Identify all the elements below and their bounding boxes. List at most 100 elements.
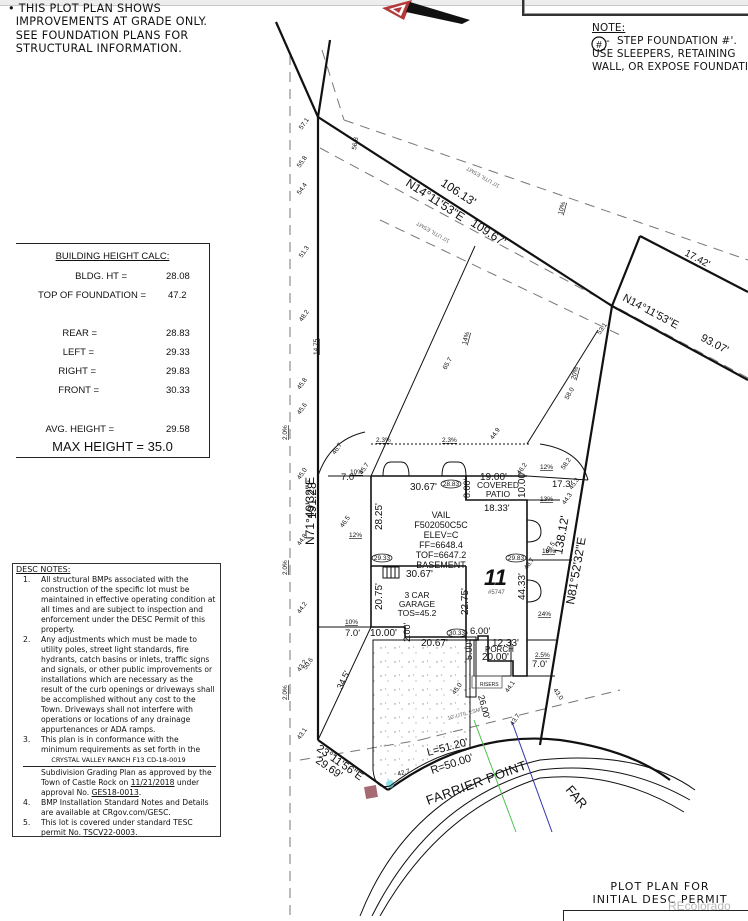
svg-text:10' UTIL ESMT: 10' UTIL ESMT	[465, 164, 501, 188]
svg-text:19.00': 19.00'	[480, 472, 507, 483]
general-note: • THIS PLOT PLAN SHOWS IMPROVEMENTS AT G…	[8, 2, 208, 55]
svg-text:93.07': 93.07'	[699, 332, 731, 357]
svg-text:30.67': 30.67'	[410, 482, 437, 493]
svg-text:BASEMENT: BASEMENT	[416, 560, 466, 570]
svg-text:46.5: 46.5	[339, 514, 352, 529]
desc-title: DESC NOTES:	[16, 565, 71, 574]
lot-address: #5747	[488, 590, 505, 596]
svg-text:44.9: 44.9	[489, 426, 502, 441]
svg-text:109.67': 109.67'	[468, 216, 508, 249]
utility-line-blue	[511, 721, 553, 833]
driveway	[372, 639, 471, 788]
meter-marker-icon	[364, 785, 378, 799]
svg-text:45.6: 45.6	[296, 401, 309, 416]
svg-text:48.2: 48.2	[298, 308, 311, 323]
svg-text:18.33': 18.33'	[484, 503, 510, 514]
svg-text:30.33: 30.33	[449, 630, 466, 637]
svg-text:10%: 10%	[345, 619, 358, 626]
svg-text:2.3%: 2.3%	[442, 437, 457, 444]
svg-text:17.3': 17.3'	[552, 479, 572, 490]
street-name-partial: FAR	[563, 782, 591, 811]
svg-text:20.75': 20.75'	[374, 583, 385, 610]
svg-text:2.0%: 2.0%	[282, 685, 289, 700]
svg-text:55.8: 55.8	[296, 154, 309, 169]
desc-note-item: 4.BMP Installation Standard Notes and De…	[23, 798, 209, 817]
permit-number: TSCV22-0003	[83, 828, 136, 837]
step-foundation-note: NOTE: - STEP FOUNDATION #'. USE SLEEPERS…	[592, 22, 748, 73]
svg-text:6.00': 6.00'	[470, 626, 490, 637]
svg-text:51.3: 51.3	[298, 244, 311, 259]
bhc-title: BUILDING HEIGHT CALC:	[55, 251, 170, 262]
svg-text:30.67': 30.67'	[406, 569, 433, 580]
bhc-row: AVG. HEIGHT =29.58	[45, 424, 190, 435]
svg-text:ELEV=C: ELEV=C	[424, 530, 459, 540]
svg-text:65.7: 65.7	[442, 356, 455, 371]
north-arrow-icon	[382, 0, 470, 24]
svg-text:3 CAR: 3 CAR	[404, 590, 429, 600]
dimension-labels: 30.67' 30.67' 19.00' 18.33' 20.67' 10.00…	[282, 116, 730, 811]
stairs-icon	[382, 566, 400, 579]
svg-text:7.0': 7.0'	[341, 472, 356, 483]
svg-text:57.1: 57.1	[298, 116, 311, 131]
svg-text:44.1: 44.1	[504, 679, 517, 694]
svg-text:2.00': 2.00'	[402, 622, 412, 642]
svg-text:PATIO: PATIO	[486, 489, 511, 499]
title-block: PLOT PLAN FOR INITIAL DESC PERMIT	[592, 880, 728, 906]
svg-text:28.25': 28.25'	[374, 503, 385, 530]
svg-text:22.75': 22.75'	[460, 588, 471, 615]
svg-text:10.00': 10.00'	[517, 471, 528, 498]
svg-text:7.0': 7.0'	[532, 659, 547, 670]
approval-number: GES18-0013	[91, 788, 139, 797]
svg-text:14%: 14%	[461, 331, 471, 346]
svg-text:VAIL: VAIL	[432, 510, 451, 520]
bhc-row: LEFT =29.33	[62, 347, 190, 358]
svg-text:50.6: 50.6	[302, 656, 315, 671]
svg-text:F502050C5C: F502050C5C	[414, 520, 468, 530]
svg-text:2.5%: 2.5%	[535, 652, 550, 659]
svg-text:12%: 12%	[540, 464, 553, 471]
svg-text:7.0': 7.0'	[345, 628, 360, 639]
svg-text:12.33': 12.33'	[492, 638, 519, 649]
porch-risers	[471, 675, 503, 689]
bhc-row: FRONT =30.33	[58, 385, 190, 396]
viewer-top-bar	[0, 0, 748, 6]
svg-text:14.75: 14.75	[313, 338, 320, 355]
svg-text:28.83: 28.83	[443, 481, 460, 488]
desc-notes: DESC NOTES: 1.All structural BMPs associ…	[12, 563, 221, 837]
grade-lines	[317, 245, 599, 741]
svg-text:2.0%: 2.0%	[282, 425, 289, 440]
svg-text:42.7: 42.7	[397, 768, 411, 778]
utility-line-green	[473, 719, 517, 833]
house-footprint	[370, 475, 528, 698]
svg-text:5.00': 5.00'	[464, 640, 474, 660]
svg-text:191.28': 191.28'	[305, 480, 319, 519]
svg-text:12%: 12%	[349, 532, 362, 539]
svg-text:10.00': 10.00'	[370, 628, 397, 639]
street-curb	[359, 737, 696, 916]
svg-text:8.00': 8.00'	[462, 478, 472, 498]
svg-text:29.83: 29.83	[508, 555, 525, 562]
svg-text:43.1: 43.1	[296, 726, 309, 741]
step-symbol-icon	[591, 36, 607, 52]
svg-text:2.3%: 2.3%	[376, 437, 391, 444]
svg-text:FF=6648.4: FF=6648.4	[419, 540, 463, 550]
max-height: MAX HEIGHT = 35.0	[52, 439, 173, 454]
approval-date: 11/21/2018	[130, 778, 175, 787]
bhc-row: RIGHT =29.83	[58, 366, 190, 377]
svg-text:GARAGE: GARAGE	[399, 599, 436, 609]
desc-note-item: 1.All structural BMPs associated with th…	[23, 575, 216, 634]
bhc-row: REAR =28.83	[62, 328, 190, 339]
svg-text:24%: 24%	[538, 611, 551, 618]
svg-text:44.2: 44.2	[296, 600, 309, 615]
svg-text:2.0%: 2.0%	[282, 560, 289, 575]
title-frame-top	[522, 0, 748, 16]
window-wells	[382, 461, 542, 603]
svg-text:48.7: 48.7	[523, 556, 536, 571]
building-height-calc: BUILDING HEIGHT CALC: BLDG. HT =28.08 TO…	[16, 243, 210, 458]
svg-text:18%: 18%	[542, 548, 555, 555]
svg-text:N71°49'32"E: N71°49'32"E	[303, 477, 317, 545]
svg-text:58.2: 58.2	[560, 456, 573, 471]
svg-text:10%: 10%	[350, 469, 363, 476]
desc-note-item: 5.This lot is covered under standard TES…	[23, 818, 193, 837]
